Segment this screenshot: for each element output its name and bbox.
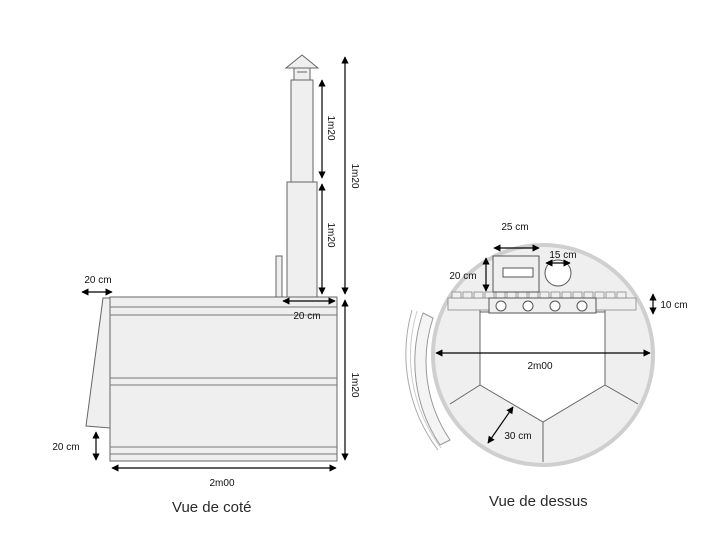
chimney-cap <box>284 54 320 69</box>
burner-2 <box>522 300 534 312</box>
burner-1 <box>495 300 507 312</box>
label-flue: 15 cm <box>549 250 576 261</box>
label-diameter: 2m00 <box>527 361 552 372</box>
label-bottom-left: 20 cm <box>52 442 79 453</box>
label-rail: 10 cm <box>660 300 687 311</box>
door-arc <box>414 312 451 446</box>
top-view-caption: Vue de dessus <box>489 493 588 510</box>
chimney-upper <box>290 79 314 183</box>
label-chimney-total: 1m20 <box>349 163 360 188</box>
side-body <box>109 296 338 462</box>
label-box-width: 25 cm <box>501 222 528 233</box>
side-small-pipe <box>275 255 283 298</box>
label-chimney-lower: 1m20 <box>325 222 336 247</box>
label-chimney-offset: 20 cm <box>293 311 320 322</box>
burner-3 <box>549 300 561 312</box>
label-panel: 30 cm <box>504 431 531 442</box>
side-left-panel <box>85 297 111 429</box>
burner-4 <box>576 300 588 312</box>
control-slot <box>502 267 534 278</box>
top-view: 25 cm 20 cm 15 cm 10 cm 2m00 30 cm <box>405 222 688 467</box>
label-chimney-upper: 1m20 <box>325 115 336 140</box>
burner-strip <box>488 297 597 314</box>
label-width: 2m00 <box>209 478 234 489</box>
side-view-caption: Vue de coté <box>172 499 252 516</box>
label-base-height: 1m20 <box>349 372 360 397</box>
flue <box>544 259 572 287</box>
side-view: 1m20 1m20 1m20 1m20 20 cm 20 cm 20 cm 2m… <box>52 54 360 489</box>
chimney-cap-neck <box>293 67 311 81</box>
label-top-left-overhang: 20 cm <box>84 275 111 286</box>
dim-arrow-panel <box>487 406 514 444</box>
chimney-lower <box>286 181 318 298</box>
label-box-height: 20 cm <box>449 271 476 282</box>
